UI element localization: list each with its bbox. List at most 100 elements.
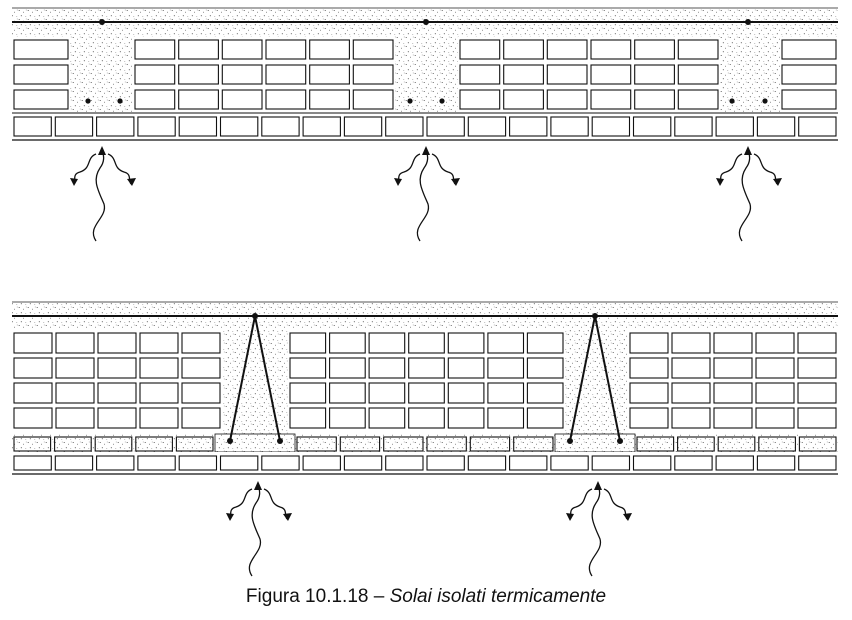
block-cell [13,455,52,471]
block-cell [629,382,669,404]
block-cell [13,39,69,60]
block-cell [781,89,837,110]
block-cell [96,116,135,137]
block-cell [368,407,406,429]
arrow-head [127,178,136,186]
heat-flow-arrow [394,146,460,242]
block-cell [671,357,711,379]
block-cell [550,455,589,471]
rebar-dot [617,438,623,444]
block-cell [674,455,713,471]
block-cell [13,332,53,354]
block-cell [97,332,137,354]
block-cell [261,116,300,137]
truss-bar [569,315,596,442]
block-cell [758,436,796,452]
rebar-node [99,19,105,25]
block-cell [55,357,95,379]
block-cell [756,455,796,471]
block-cell [781,64,837,85]
block-group [458,37,720,113]
block-cell [713,332,753,354]
block-cell [797,357,837,379]
block-cell [797,382,837,404]
block-cell [339,436,381,452]
block-cell [368,357,406,379]
block-cell [591,116,631,137]
block-cell [221,64,263,85]
block-cell [636,436,675,452]
block-cell [447,407,485,429]
block-group [288,330,565,434]
block-cell [13,357,53,379]
block-cell [798,455,837,471]
block-cell [634,39,675,60]
block-cell [94,436,133,452]
block-cell [139,382,179,404]
block-cell [178,39,219,60]
block-cell [634,64,675,85]
block-cell [13,407,53,429]
block-cell [329,332,366,354]
block-cell [550,116,589,137]
block-cell [426,436,467,452]
block-cell [383,436,424,452]
block-cell [54,455,94,471]
ceiling-course [12,452,838,474]
block-cell [55,382,95,404]
block-cell [755,382,795,404]
block-cell [459,39,501,60]
block-cell [591,455,631,471]
block-cell [408,407,445,429]
block-cell [503,64,544,85]
heat-flow-arrow [716,146,782,242]
block-cell [352,89,394,110]
block-cell [385,455,424,471]
block-cell [629,332,669,354]
heat-flow-arrow [226,481,292,577]
block-cell [632,455,672,471]
rebar-dot [439,98,445,104]
block-cell [526,382,564,404]
heat-flow-arrow [70,146,136,242]
block-cell [139,357,179,379]
block-cell [289,407,327,429]
block-cell [629,407,669,429]
block-cell [329,407,366,429]
block-cell [677,39,719,60]
block-cell [134,64,176,85]
block-cell [265,39,307,60]
block-cell [13,89,69,110]
block-cell [309,89,350,110]
block-cell [526,332,564,354]
block-cell [634,89,675,110]
block-cell [526,357,564,379]
arrow-head [594,481,602,490]
block-cell [487,332,525,354]
block-cell [509,116,548,137]
block-cell [797,407,837,429]
block-cell [797,332,837,354]
block-cell [447,357,485,379]
block-cell [629,357,669,379]
arrow-head [716,178,724,186]
arrow-head [623,513,632,521]
block-cell [447,332,485,354]
block-cell [181,407,221,429]
arrow-head [394,178,402,186]
block-cell [181,357,221,379]
block-cell [97,407,137,429]
block-cell [13,64,69,85]
caption-prefix: Figura 10.1.18 – [245,586,390,607]
arrow-head [254,481,262,490]
block-cell [426,116,465,137]
block-cell [487,382,525,404]
block-cell [302,455,341,471]
block-cell [181,332,221,354]
block-cell [756,116,796,137]
block-group [133,37,395,113]
block-cell [513,436,554,452]
rebar-node [252,313,258,319]
arrow-head [98,146,106,155]
block-cell [178,64,219,85]
